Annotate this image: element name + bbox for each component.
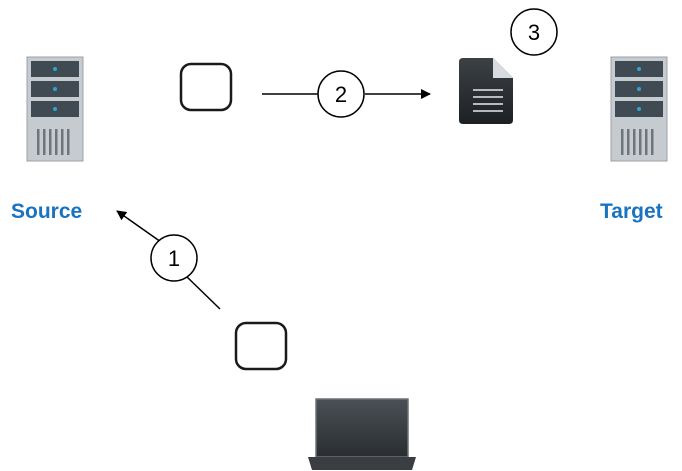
process-node-lower — [234, 321, 288, 371]
step-number-1: 1 — [168, 246, 180, 271]
step-circle-2 — [317, 70, 365, 118]
step-circle-1 — [150, 234, 198, 282]
target-label: Target — [600, 200, 663, 223]
document-icon — [459, 58, 513, 124]
step-number-3: 3 — [528, 20, 540, 45]
process-node-upper — [179, 62, 233, 112]
laptop-icon — [308, 398, 416, 470]
step-circle-3 — [510, 8, 558, 56]
target-server-icon — [610, 56, 668, 162]
source-label: Source — [11, 200, 83, 223]
connector-step-1-upper — [116, 210, 162, 243]
source-server-icon — [26, 56, 84, 162]
step-number-2: 2 — [335, 82, 347, 107]
connector-step-1-lower — [185, 275, 221, 310]
